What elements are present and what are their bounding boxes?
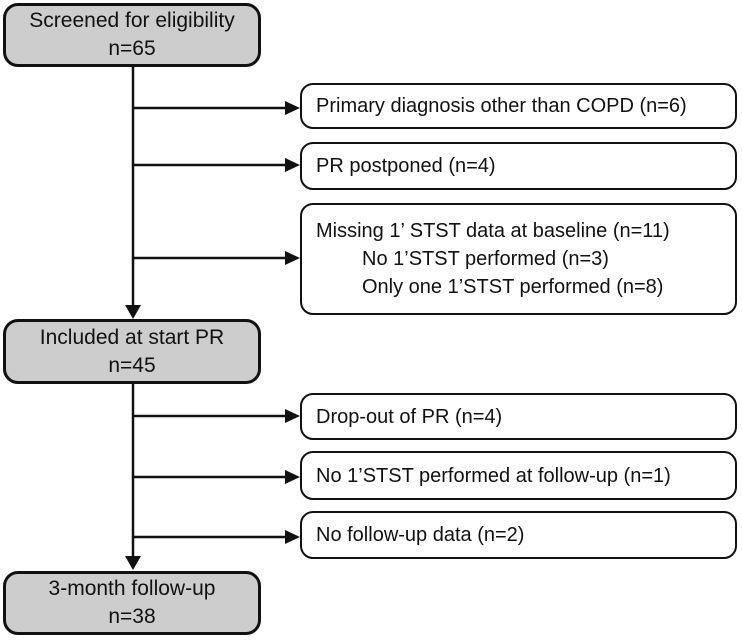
exclusion-subtext: Only one 1’STST performed (n=8) xyxy=(362,276,664,298)
arrowhead-exclusion-3 xyxy=(285,251,300,265)
exclusion-text: PR postponed (n=4) xyxy=(316,155,496,177)
exclusion-text: Primary diagnosis other than COPD (n=6) xyxy=(316,95,687,117)
connector-arrowheads xyxy=(125,101,300,570)
exclusion-text: No follow-up data (n=2) xyxy=(316,524,525,546)
node-exclusion-no-stst-follow-up: No 1’STST performed at follow-up (n=1) xyxy=(300,451,737,500)
exclusion-text: Drop-out of PR (n=4) xyxy=(316,405,503,428)
node-label: Screened for eligibility xyxy=(29,9,235,32)
node-label: Included at start PR xyxy=(39,325,225,349)
node-included-at-start-pr: Included at start PR n=45 xyxy=(3,319,261,384)
arrowhead-exclusion-5 xyxy=(285,470,300,484)
exclusion-text: No 1’STST performed at follow-up (n=1) xyxy=(316,464,671,487)
node-count: n=38 xyxy=(108,605,156,628)
node-exclusion-pr-postponed: PR postponed (n=4) xyxy=(300,142,737,190)
node-exclusion-primary-diagnosis: Primary diagnosis other than COPD (n=6) xyxy=(300,83,737,129)
exclusion-subtext: No 1’STST performed (n=3) xyxy=(362,248,609,270)
arrowhead-down-included xyxy=(125,305,141,319)
node-count: n=45 xyxy=(108,353,156,377)
node-exclusion-missing-stst-baseline: Missing 1’ STST data at baseline (n=11) … xyxy=(300,203,737,315)
arrowhead-exclusion-6 xyxy=(285,530,300,544)
node-screened-for-eligibility: Screened for eligibility n=65 xyxy=(3,3,261,67)
arrowhead-exclusion-2 xyxy=(285,158,300,172)
arrowhead-exclusion-4 xyxy=(285,409,300,423)
node-exclusion-no-follow-up-data: No follow-up data (n=2) xyxy=(300,511,737,559)
arrowhead-exclusion-1 xyxy=(285,101,300,115)
exclusion-text: Missing 1’ STST data at baseline (n=11) xyxy=(316,220,670,242)
node-3-month-follow-up: 3-month follow-up n=38 xyxy=(3,571,261,635)
node-count: n=65 xyxy=(108,37,156,60)
node-exclusion-drop-out-pr: Drop-out of PR (n=4) xyxy=(300,393,737,440)
connector-lines xyxy=(131,67,287,558)
arrowhead-down-followup xyxy=(125,556,141,570)
node-label: 3-month follow-up xyxy=(48,577,216,600)
